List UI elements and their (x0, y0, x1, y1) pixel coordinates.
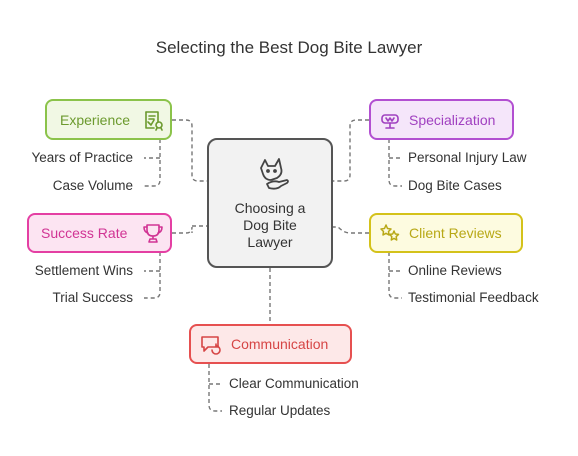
experience-item-1: Years of Practice (31, 150, 133, 165)
communication-label: Communication (231, 336, 329, 352)
certificate-icon (145, 111, 163, 131)
experience-label: Experience (60, 111, 131, 128)
chat-refresh-icon (201, 336, 221, 355)
client-reviews-label: Client Reviews (409, 225, 502, 241)
communication-node: Communication (189, 324, 352, 364)
specialization-item-2: Dog Bite Cases (408, 178, 502, 193)
client-reviews-item-1: Online Reviews (408, 263, 502, 278)
diagram-title: Selecting the Best Dog Bite Lawyer (155, 38, 423, 57)
client-reviews-item-2: Testimonial Feedback (408, 290, 539, 305)
communication-item-2: Regular Updates (229, 403, 331, 418)
specialization-item-1: Personal Injury Law (408, 150, 527, 165)
dog-hand-icon (260, 158, 289, 190)
center-node: Choosing a Dog Bite Lawyer (207, 138, 333, 268)
center-line-1: Choosing a (234, 200, 306, 216)
scales-icon (381, 114, 399, 129)
success-rate-item-1: Settlement Wins (34, 263, 133, 278)
stars-icon (380, 224, 400, 241)
experience-item-2: Case Volume (52, 178, 133, 193)
success-rate-node: Success Rate (27, 213, 172, 253)
specialization-node: Specialization (369, 99, 514, 140)
communication-item-1: Clear Communication (229, 376, 359, 391)
experience-node: Experience (45, 99, 172, 140)
success-rate-label: Success Rate (41, 225, 128, 241)
trophy-icon (143, 224, 163, 243)
client-reviews-node: Client Reviews (369, 213, 523, 253)
specialization-label: Specialization (409, 111, 496, 128)
center-line-3: Lawyer (247, 234, 293, 250)
center-line-2: Dog Bite (243, 217, 297, 233)
success-rate-item-2: Trial Success (52, 290, 133, 305)
